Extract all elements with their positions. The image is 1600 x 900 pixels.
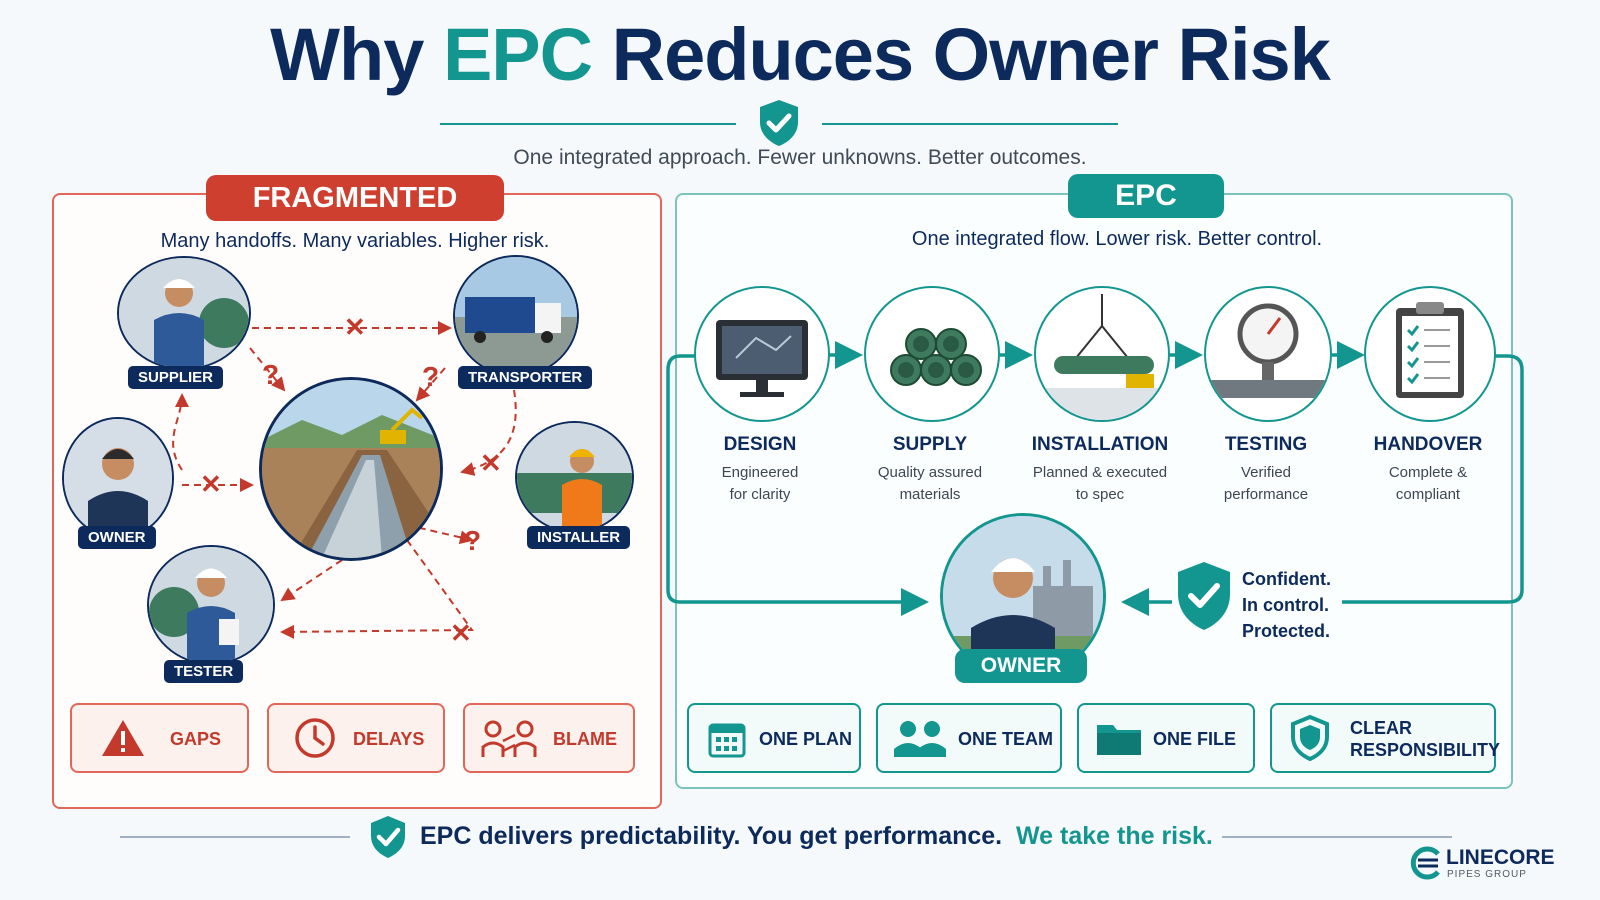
- installer-node: [515, 421, 634, 533]
- feature-label: ONE TEAM: [958, 729, 1054, 749]
- brand-name: LINECORE: [1446, 846, 1555, 869]
- crane-icon: [1036, 294, 1168, 420]
- warning-icon: [102, 720, 144, 756]
- feature-one-file: ONE FILE: [1077, 703, 1255, 773]
- shield-icon: [1291, 715, 1329, 761]
- question-mark-icon: ?: [422, 361, 439, 392]
- fragmented-connections: ✕ ✕ ✕ ✕ ? ? ?: [172, 312, 517, 648]
- feature-one-team: ONE TEAM: [876, 703, 1062, 773]
- break-x-icon: ✕: [450, 618, 472, 648]
- risk-label: BLAME: [553, 729, 617, 749]
- question-mark-icon: ?: [464, 525, 481, 556]
- supplier-node: [117, 256, 251, 370]
- role-owner: OWNER: [78, 526, 156, 549]
- footer-divider-left: [120, 836, 350, 838]
- confidence-text: Confident. In control. Protected.: [1242, 566, 1339, 644]
- break-x-icon: ✕: [200, 469, 222, 499]
- shield-check-icon: [756, 98, 802, 148]
- step-installation-circle: [1034, 286, 1170, 422]
- step-supply-circle: [864, 286, 1000, 422]
- epc-badge: EPC: [1068, 174, 1224, 218]
- risk-gaps: GAPS: [70, 703, 249, 773]
- feature-one-plan: ONE PLAN: [687, 703, 861, 773]
- role-transporter: TRANSPORTER: [458, 366, 593, 389]
- brand-subtitle: PIPES GROUP: [1447, 869, 1527, 880]
- epc-tagline: One integrated flow. Lower risk. Better …: [911, 228, 1323, 250]
- title-part2: Reduces Owner Risk: [592, 13, 1331, 96]
- blame-icon: [481, 720, 537, 757]
- monitor-icon: [716, 320, 808, 397]
- gauge-icon: [1206, 303, 1330, 398]
- step-supply-name: SUPPLY: [892, 434, 968, 455]
- feature-label: ONE FILE: [1153, 729, 1237, 749]
- step-testing-circle: [1204, 286, 1332, 422]
- clipboard-icon: [1396, 302, 1464, 398]
- transporter-node: [453, 255, 579, 377]
- footer-shield-icon: [368, 814, 408, 860]
- title-part1: Why: [270, 13, 443, 96]
- header-divider-right: [822, 123, 1118, 125]
- page-subtitle: One integrated approach. Fewer unknowns.…: [513, 146, 1087, 169]
- question-mark-icon: ?: [262, 359, 279, 390]
- fragmented-badge: FRAGMENTED: [206, 175, 504, 221]
- feature-label: ONE PLAN: [759, 729, 853, 749]
- calendar-icon: [708, 723, 746, 758]
- title-accent: EPC: [442, 13, 593, 96]
- break-x-icon: ✕: [480, 448, 502, 478]
- page-title: Why EPC Reduces Owner Risk: [0, 12, 1600, 97]
- risk-delays: DELAYS: [267, 703, 445, 773]
- step-design-circle: [694, 286, 830, 422]
- step-handover-name: HANDOVER: [1373, 434, 1483, 455]
- step-testing-name: TESTING: [1224, 434, 1308, 455]
- role-tester: TESTER: [164, 660, 244, 683]
- folder-icon: [1097, 725, 1141, 755]
- header-divider-left: [440, 123, 736, 125]
- clock-icon: [295, 718, 335, 758]
- footer-statement: EPC delivers predictability. You get per…: [420, 822, 1213, 850]
- team-icon: [894, 721, 946, 757]
- risk-label: DELAYS: [353, 729, 425, 749]
- protection-shield-icon: [1174, 560, 1234, 632]
- step-installation-name: INSTALLATION: [1031, 434, 1169, 455]
- footer-divider-right: [1222, 836, 1452, 838]
- fragmented-tagline: Many handoffs. Many variables. Higher ri…: [160, 230, 550, 252]
- role-installer: INSTALLER: [527, 526, 631, 549]
- break-x-icon: ✕: [344, 312, 366, 342]
- epc-owner-label: OWNER: [955, 649, 1087, 683]
- linecore-logo-icon: [1408, 846, 1442, 880]
- risk-blame: BLAME: [463, 703, 635, 773]
- role-supplier: SUPPLIER: [128, 366, 224, 389]
- risk-label: GAPS: [170, 729, 222, 749]
- pipeline-trench-image: [259, 377, 443, 561]
- pipes-icon: [890, 328, 982, 386]
- step-handover-desc: Complete &compliant: [1388, 464, 1468, 503]
- step-handover-circle: [1364, 286, 1496, 422]
- tester-node: [147, 545, 275, 665]
- owner-node: [62, 417, 174, 539]
- step-design-name: DESIGN: [723, 434, 797, 455]
- epc-flow-loop: [666, 341, 1524, 616]
